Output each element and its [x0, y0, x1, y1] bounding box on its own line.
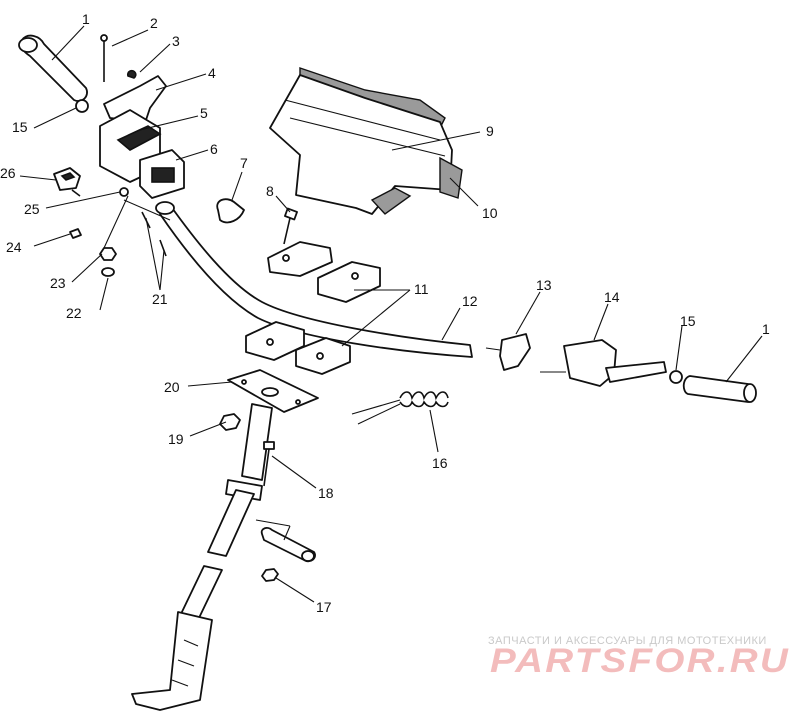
leader-lines: [19, 25, 763, 603]
switch-26: [53, 167, 81, 197]
nut-19: [219, 413, 241, 431]
steering-column: [131, 403, 273, 711]
callout-labels: 1 2 3 4 5 6 7 8 9 10 11 12 13 14 15 15 1…: [0, 11, 770, 615]
callout-7: 7: [240, 155, 248, 171]
washer-25: [119, 187, 129, 197]
callout-11: 11: [414, 281, 429, 297]
callout-13: 13: [536, 277, 552, 293]
bolt-18: [263, 441, 275, 487]
callout-21: 21: [152, 291, 168, 307]
handlebar: [155, 201, 473, 358]
callout-19: 19: [168, 431, 184, 447]
callout-22: 22: [66, 305, 82, 321]
coil-cable-16: [351, 391, 449, 425]
clip-7: [216, 198, 245, 224]
part-24: [69, 228, 82, 239]
callout-5: 5: [200, 105, 208, 121]
callout-15-left: 15: [12, 119, 28, 135]
left-grip: [18, 34, 88, 102]
brake-lever-14: [540, 339, 667, 387]
right-grip: [682, 375, 757, 403]
callout-15-right: 15: [680, 313, 696, 329]
nut-23: [99, 247, 117, 261]
callout-2: 2: [150, 15, 158, 31]
callout-26: 26: [0, 165, 16, 181]
callout-10: 10: [482, 205, 498, 221]
watermark-tagline: ЗАПЧАСТИ И АКСЕССУАРЫ ДЛЯ МОТОТЕХНИКИ: [488, 635, 767, 647]
bolt-8: [283, 207, 298, 245]
callout-1-right: 1: [762, 321, 770, 337]
throttle-housing: [99, 109, 185, 199]
bushing-17: [255, 519, 316, 582]
callout-4: 4: [208, 65, 216, 81]
callout-8: 8: [266, 183, 274, 199]
callout-14: 14: [604, 289, 620, 305]
lower-clamps: [245, 321, 351, 375]
callout-12: 12: [462, 293, 478, 309]
watermark-brand: PARTSFOR.RU: [490, 642, 790, 680]
callout-17: 17: [316, 599, 332, 615]
right-plug: [669, 370, 683, 384]
watermark: ЗАПЧАСТИ И АКСЕССУАРЫ ДЛЯ МОТОТЕХНИКИ PA…: [488, 635, 790, 680]
callout-23: 23: [50, 275, 66, 291]
callout-18: 18: [318, 485, 334, 501]
steering-plate: [227, 369, 319, 413]
callout-9: 9: [486, 123, 494, 139]
callout-24: 24: [6, 239, 22, 255]
callout-1-left: 1: [82, 11, 90, 27]
callout-20: 20: [164, 379, 180, 395]
pin-and-clip: [100, 34, 137, 82]
hood-pod: [269, 67, 463, 215]
left-plug: [75, 99, 89, 113]
upper-clamps: [267, 241, 381, 303]
callout-3: 3: [172, 33, 180, 49]
callout-6: 6: [210, 141, 218, 157]
callout-16: 16: [432, 455, 448, 471]
callout-25: 25: [24, 201, 40, 217]
washer-22: [101, 267, 115, 277]
brake-switch-13: [499, 333, 531, 371]
